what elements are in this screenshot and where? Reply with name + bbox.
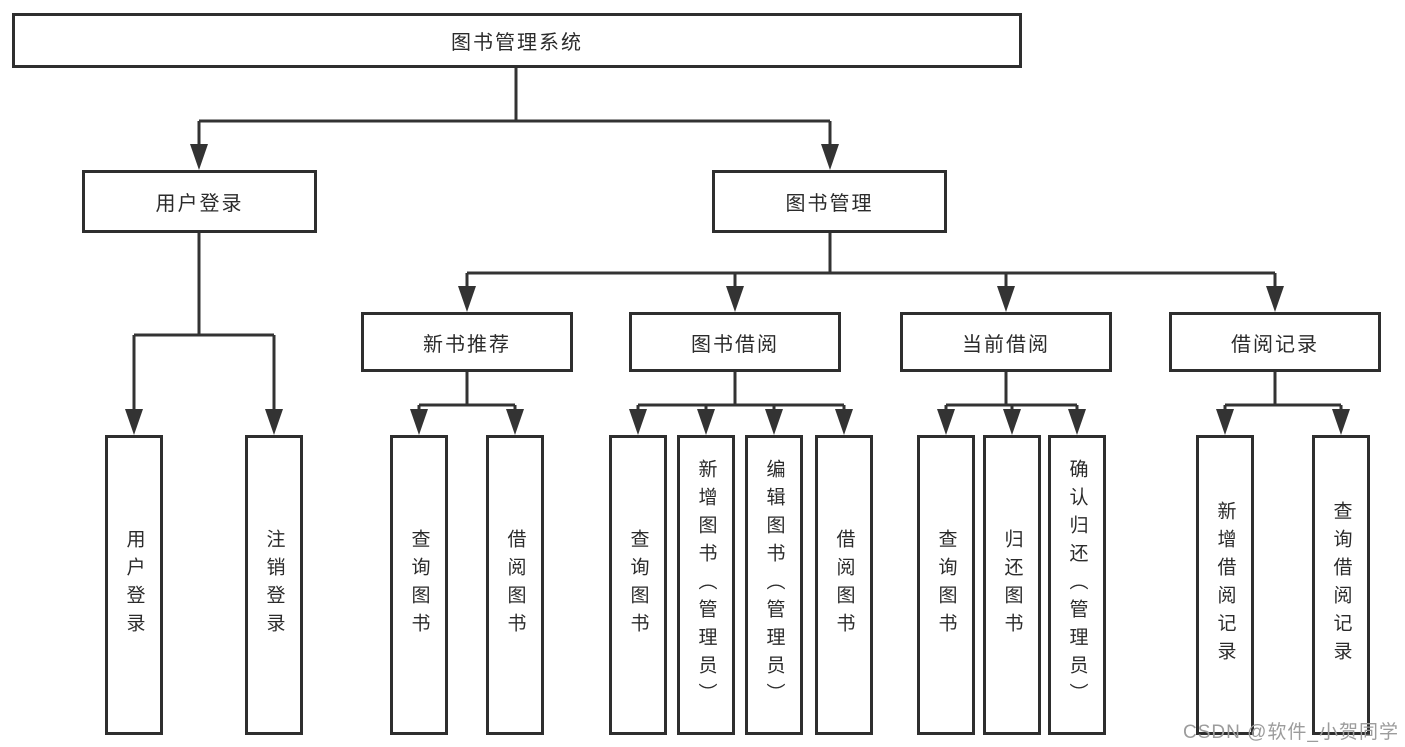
node-current-borrow: 当前借阅: [900, 312, 1112, 372]
connector-borrow-record-to-leaves: [1216, 372, 1350, 435]
node-label: 借阅记录: [1231, 333, 1319, 356]
node-user-login: 用户登录: [82, 170, 317, 233]
leaf-query-book-recommend: 查询图书: [390, 435, 448, 735]
leaf-user-login: 用户登录: [105, 435, 163, 735]
leaf-borrow-book-recommend: 借阅图书: [486, 435, 544, 735]
node-label: 图书管理系统: [451, 32, 583, 54]
leaf-label: 确认归还（管理员）: [1066, 459, 1088, 711]
leaf-label: 借阅图书: [504, 529, 526, 641]
node-borrow-record: 借阅记录: [1169, 312, 1381, 372]
leaf-edit-book-admin: 编辑图书（管理员）: [745, 435, 803, 735]
node-book-borrow: 图书借阅: [629, 312, 841, 372]
node-label: 图书借阅: [691, 333, 779, 356]
leaf-add-borrow-record: 新增借阅记录: [1196, 435, 1254, 735]
leaf-label: 新增借阅记录: [1214, 501, 1236, 669]
leaf-label: 借阅图书: [833, 529, 855, 641]
node-new-book-recommend: 新书推荐: [361, 312, 573, 372]
leaf-label: 查询图书: [935, 529, 957, 641]
leaf-label: 注销登录: [263, 529, 285, 641]
connector-current-borrow-to-leaves: [937, 372, 1086, 435]
leaf-label: 用户登录: [123, 529, 145, 641]
node-label: 新书推荐: [423, 333, 511, 356]
node-book-management: 图书管理: [712, 170, 947, 233]
connector-book-borrow-to-leaves: [629, 372, 853, 435]
leaf-query-book-borrow: 查询图书: [609, 435, 667, 735]
connector-new-book-to-leaves: [410, 372, 524, 435]
leaf-borrow-book: 借阅图书: [815, 435, 873, 735]
leaf-label: 查询图书: [627, 529, 649, 641]
node-root-system: 图书管理系统: [12, 13, 1022, 68]
node-label: 当前借阅: [962, 333, 1050, 356]
leaf-label: 新增图书（管理员）: [695, 459, 717, 711]
leaf-label: 编辑图书（管理员）: [763, 459, 785, 711]
leaf-query-book-current: 查询图书: [917, 435, 975, 735]
leaf-confirm-return-admin: 确认归还（管理员）: [1048, 435, 1106, 735]
node-label: 图书管理: [785, 193, 874, 215]
connector-book-mgmt-to-groups: [458, 233, 1284, 312]
node-label: 用户登录: [155, 193, 244, 215]
leaf-query-borrow-record: 查询借阅记录: [1312, 435, 1370, 735]
leaf-label: 查询图书: [408, 529, 430, 641]
leaf-return-book: 归还图书: [983, 435, 1041, 735]
leaf-label: 查询借阅记录: [1330, 501, 1352, 669]
leaf-label: 归还图书: [1001, 529, 1023, 641]
connector-root-to-branches: [190, 68, 839, 170]
leaf-logout: 注销登录: [245, 435, 303, 735]
leaf-add-book-admin: 新增图书（管理员）: [677, 435, 735, 735]
csdn-watermark: CSDN @软件_小贺同学: [1183, 722, 1399, 743]
connector-user-login-to-leaves: [125, 233, 283, 435]
